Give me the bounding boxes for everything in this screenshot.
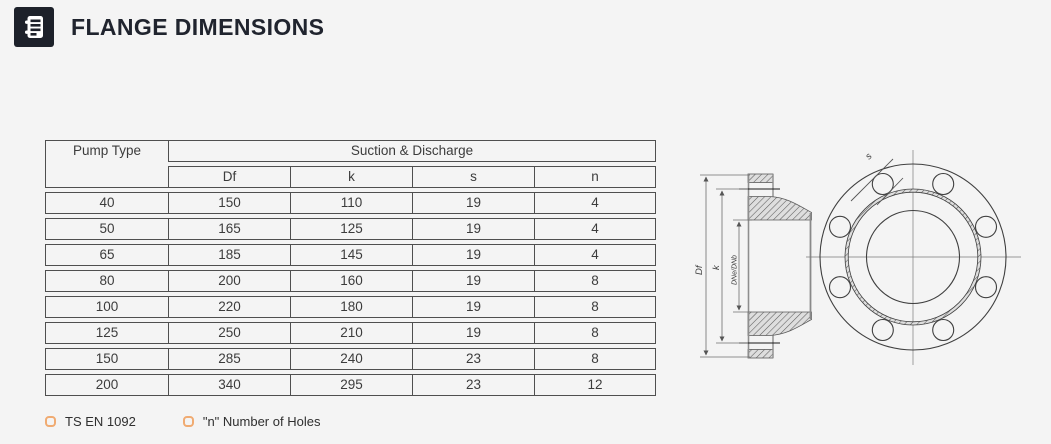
dimension-s (850, 158, 904, 206)
cell: 12 (534, 374, 656, 396)
note-holes: "n" Number of Holes (182, 414, 321, 429)
cell: 240 (290, 348, 412, 370)
cell: 285 (168, 348, 290, 370)
cell: 19 (412, 244, 534, 266)
note-label: "n" Number of Holes (202, 414, 321, 429)
cell: 19 (412, 218, 534, 240)
cell: 180 (290, 296, 412, 318)
cell: 110 (290, 192, 412, 214)
cell: 125 (290, 218, 412, 240)
page-title: FLANGE DIMENSIONS (71, 13, 325, 40)
dimension-dne-dnb (733, 219, 752, 313)
footnotes: TS EN 1092 "n" Number of Holes (45, 414, 320, 429)
suction-discharge-header: Suction & Discharge (168, 140, 656, 162)
cell: 23 (412, 374, 534, 396)
cell: 200 (168, 270, 290, 292)
cell: 8 (534, 296, 656, 318)
bolt-holes (828, 172, 998, 342)
flange-dimensions-table: Pump Type Suction & Discharge Df k s n 4… (45, 136, 656, 400)
cell: 50 (45, 218, 168, 240)
cell: 165 (168, 218, 290, 240)
cell: 19 (412, 192, 534, 214)
cell: 145 (290, 244, 412, 266)
flange-section-view: Df k DNe/DNb (694, 173, 812, 359)
dimension-df (700, 174, 750, 358)
cell: 80 (45, 270, 168, 292)
note-label: TS EN 1092 (65, 414, 136, 429)
cell: 4 (534, 244, 656, 266)
cell: 340 (168, 374, 290, 396)
cell: 220 (168, 296, 290, 318)
flange-front-view: s (806, 150, 1021, 365)
note-standard: TS EN 1092 (45, 414, 136, 429)
dim-label-k: k (711, 264, 722, 270)
cell: 150 (45, 348, 168, 370)
cell: 210 (290, 322, 412, 344)
dim-label-s: s (863, 151, 874, 162)
col-header-df: Df (168, 166, 290, 188)
cell: 8 (534, 270, 656, 292)
cell: 40 (45, 192, 168, 214)
cell: 295 (290, 374, 412, 396)
dim-label-dne-dnb: DNe/DNb (732, 255, 739, 285)
cell: 23 (412, 348, 534, 370)
cell: 65 (45, 244, 168, 266)
dim-label-df: Df (694, 264, 705, 275)
flange-technical-drawing: Df k DNe/DNb (690, 134, 1050, 383)
dimension-k (716, 188, 748, 344)
catalog-document-icon (14, 7, 54, 47)
col-header-k: k (290, 166, 412, 188)
page-header: FLANGE DIMENSIONS (14, 7, 324, 47)
note-bullet-icon (182, 416, 194, 427)
cell: 4 (534, 218, 656, 240)
cell: 4 (534, 192, 656, 214)
col-header-s: s (412, 166, 534, 188)
cell: 125 (45, 322, 168, 344)
cell: 8 (534, 322, 656, 344)
cell: 8 (534, 348, 656, 370)
pump-type-header: Pump Type (45, 140, 168, 188)
cell: 150 (168, 192, 290, 214)
note-bullet-icon (45, 416, 56, 427)
cell: 200 (45, 374, 168, 396)
col-header-n: n (534, 166, 656, 188)
cell: 19 (412, 296, 534, 318)
cell: 160 (290, 270, 412, 292)
cell: 250 (168, 322, 290, 344)
cell: 185 (168, 244, 290, 266)
cell: 19 (412, 270, 534, 292)
cell: 19 (412, 322, 534, 344)
cell: 100 (45, 296, 168, 318)
